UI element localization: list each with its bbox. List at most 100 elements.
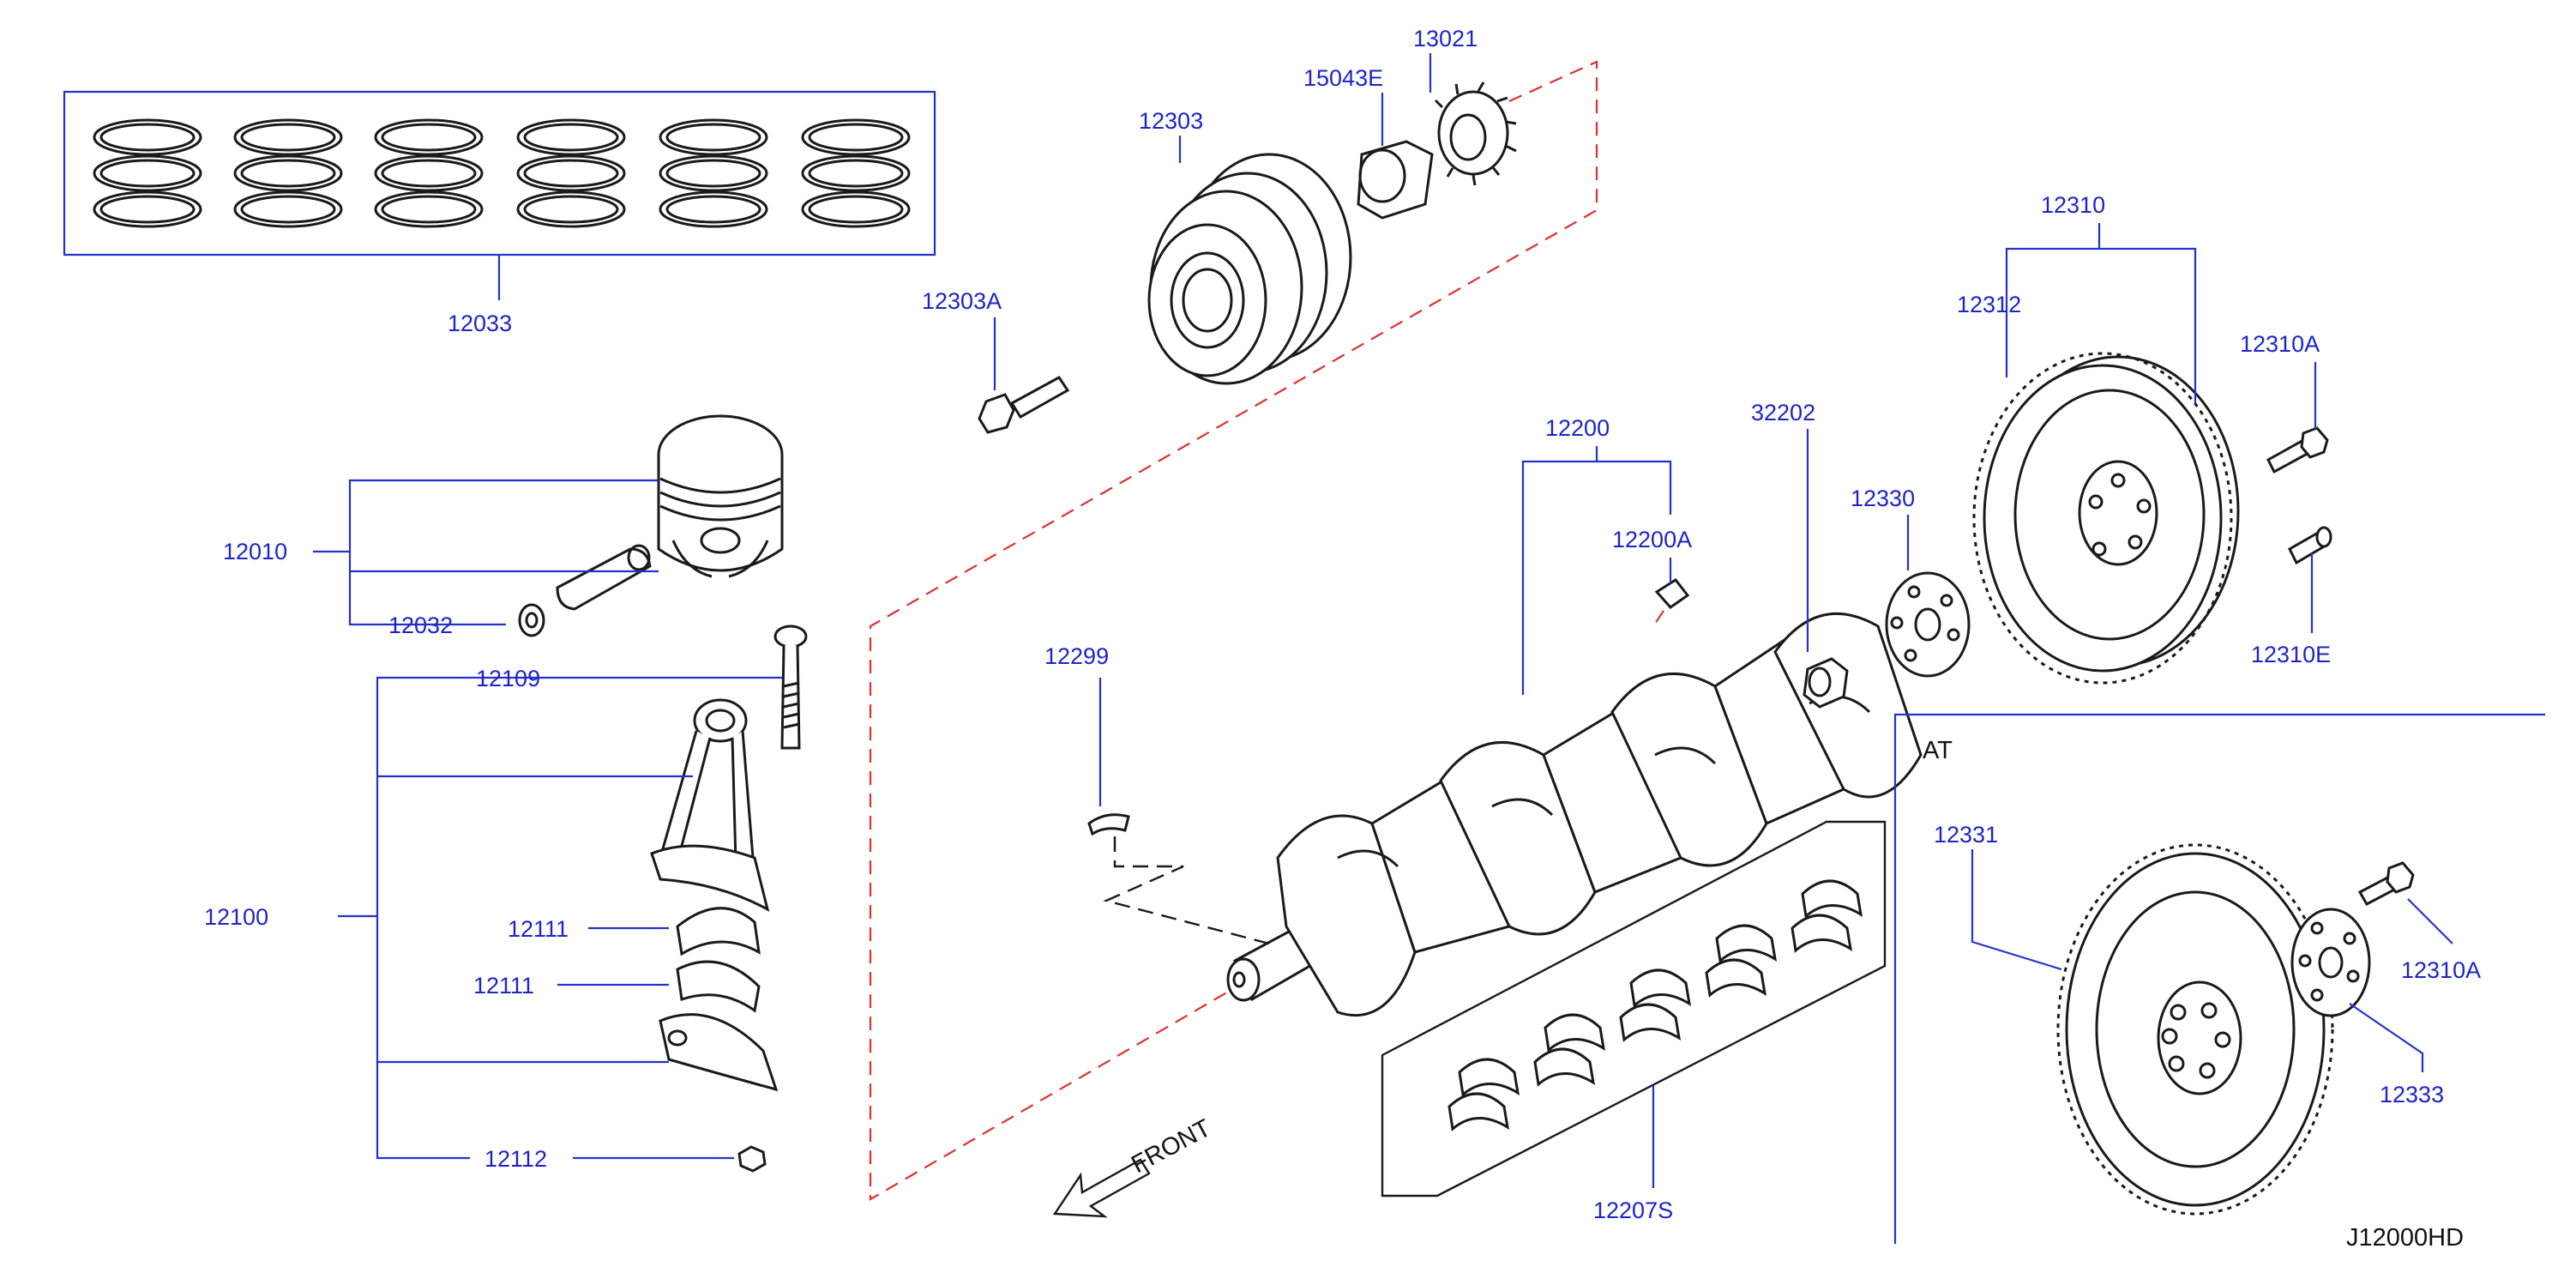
conrod-cap[interactable]: [659, 1013, 779, 1092]
at-section-border: [1893, 713, 2545, 1244]
piston-ring: [381, 159, 477, 188]
label-12200[interactable]: 12200: [1545, 415, 1610, 441]
piston-ring: [240, 195, 336, 224]
piston-ring: [523, 123, 619, 152]
label-12333[interactable]: 12333: [2380, 1082, 2444, 1107]
label-12299[interactable]: 12299: [1044, 643, 1109, 669]
piston-ring: [659, 118, 768, 156]
main-bearing-shell: [1801, 879, 1863, 919]
piston-ring: [665, 195, 761, 224]
at-section-label: AT: [1923, 737, 1953, 764]
conrod-bearing-lower[interactable]: [676, 960, 761, 1013]
piston-ring: [99, 159, 196, 188]
label-12310A-at[interactable]: 12310A: [2401, 957, 2481, 983]
piston-ring-stack: [233, 118, 343, 228]
label-12033[interactable]: 12033: [448, 311, 512, 336]
crankshaft[interactable]: [1226, 612, 1923, 1017]
label-12207S[interactable]: 12207S: [1593, 1198, 1673, 1223]
dowel-pin[interactable]: [2288, 526, 2332, 565]
label-12032[interactable]: 12032: [388, 612, 453, 638]
piston-ring: [665, 159, 761, 188]
piston-ring: [801, 118, 911, 156]
piston-ring: [516, 118, 626, 156]
main-bearing-shell: [1544, 1013, 1606, 1053]
main-bearing-shell: [1533, 1047, 1596, 1087]
label-12303A[interactable]: 12303A: [922, 288, 1002, 314]
crankshaft-plug[interactable]: [1654, 578, 1690, 609]
label-12331[interactable]: 12331: [1934, 822, 1998, 848]
piston-ring: [808, 159, 904, 188]
conrod-bearing-upper[interactable]: [676, 907, 761, 956]
label-12200A[interactable]: 12200A: [1612, 527, 1692, 552]
label-32202[interactable]: 32202: [1751, 400, 1815, 425]
piston-ring: [233, 118, 343, 156]
piston-ring: [665, 123, 761, 152]
piston-ring: [808, 195, 904, 224]
piston-ring-stack: [801, 118, 911, 228]
piston-ring: [374, 118, 484, 156]
label-15043E[interactable]: 15043E: [1303, 65, 1383, 91]
front-label: FRONT: [1127, 1114, 1215, 1179]
flywheel[interactable]: [1972, 352, 2240, 685]
piston-ring: [381, 123, 477, 152]
piston-ring: [523, 195, 619, 224]
pilot-bushing[interactable]: [1803, 657, 1849, 709]
piston-ring: [93, 190, 202, 228]
piston-ring: [93, 154, 202, 192]
front-arrow-icon: [1052, 1158, 1151, 1218]
label-12310[interactable]: 12310: [2041, 192, 2105, 218]
piston-ring-stack: [374, 118, 484, 228]
piston-ring: [374, 190, 484, 228]
pin-clip[interactable]: [518, 603, 545, 637]
main-bearing-shell: [1458, 1058, 1520, 1097]
piston-ring: [99, 195, 196, 224]
piston-ring: [523, 159, 619, 188]
piston-ring-stack: [93, 118, 202, 228]
label-12310A[interactable]: 12310A: [2240, 331, 2320, 357]
piston-ring: [240, 123, 336, 152]
piston-ring: [374, 154, 484, 192]
piston-ring: [801, 154, 911, 192]
conrod-bolt[interactable]: [773, 624, 808, 750]
piston-ring: [516, 190, 626, 228]
main-bearing-shell: [1619, 1003, 1682, 1042]
piston-ring: [801, 190, 911, 228]
label-12111-upper[interactable]: 12111: [508, 916, 569, 942]
main-bearing-shell: [1791, 914, 1853, 953]
drive-plate[interactable]: [2056, 843, 2334, 1216]
label-12010[interactable]: 12010: [223, 539, 287, 564]
drive-plate-bolt[interactable]: [2357, 861, 2415, 907]
label-12100[interactable]: 12100: [204, 904, 268, 930]
pulley-bolt[interactable]: [978, 376, 1070, 434]
collar[interactable]: [1357, 140, 1434, 220]
piston-ring: [659, 154, 768, 192]
piston[interactable]: [657, 414, 784, 578]
label-12330[interactable]: 12330: [1851, 486, 1915, 511]
label-12112[interactable]: 12112: [485, 1146, 547, 1172]
drive-plate-reinforcement[interactable]: [2290, 908, 2371, 1017]
main-bearing-shell: [1715, 924, 1778, 963]
assembly-outline: [869, 60, 1598, 1201]
flywheel-bolt[interactable]: [2266, 426, 2329, 474]
piston-ring: [516, 154, 626, 192]
piston-ring: [240, 159, 336, 188]
connecting-rod[interactable]: [650, 698, 770, 912]
piston-ring-set[interactable]: [63, 90, 936, 256]
piston-ring-stack: [516, 118, 626, 228]
piston-ring: [808, 123, 904, 152]
crank-pulley[interactable]: [1147, 153, 1352, 385]
label-12109[interactable]: 12109: [476, 666, 540, 691]
label-12312[interactable]: 12312: [1957, 292, 2021, 317]
conrod-nut[interactable]: [737, 1145, 767, 1173]
label-12111-lower[interactable]: 12111: [473, 973, 534, 998]
reinforcement-plate[interactable]: [1885, 571, 1971, 678]
crankshaft-key[interactable]: [1087, 813, 1130, 836]
label-13021[interactable]: 13021: [1413, 26, 1478, 51]
label-12303[interactable]: 12303: [1139, 108, 1203, 134]
sprocket[interactable]: [1434, 81, 1517, 186]
label-12310E[interactable]: 12310E: [2251, 642, 2331, 667]
main-bearing-shells: [1447, 879, 1863, 1131]
piston-pin[interactable]: [556, 544, 652, 611]
main-bearing-set[interactable]: [1381, 820, 1887, 1198]
